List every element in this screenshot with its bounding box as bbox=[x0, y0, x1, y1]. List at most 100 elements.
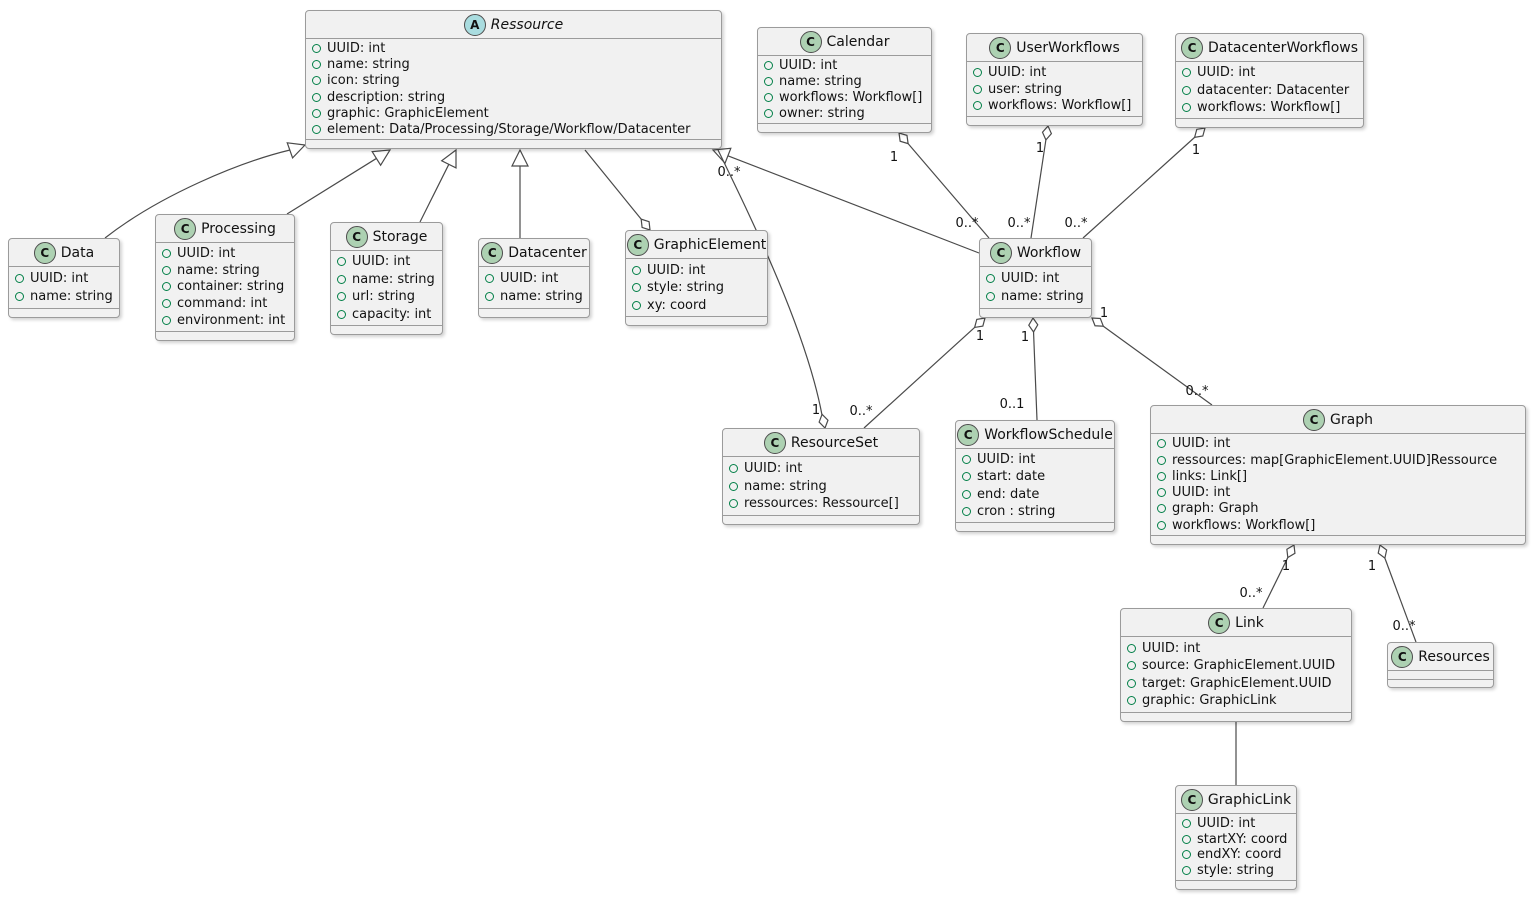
aggregation-diamond-icon bbox=[1377, 543, 1388, 560]
attribute-text: startXY: coord bbox=[1197, 831, 1288, 847]
field-visibility-icon bbox=[162, 316, 171, 326]
empty-methods-compartment bbox=[331, 326, 442, 334]
field-visibility-icon bbox=[485, 274, 494, 283]
multiplicity-label: 1 bbox=[1036, 141, 1044, 156]
multiplicity-label: 0..1 bbox=[1000, 397, 1025, 412]
empty-methods-compartment bbox=[1176, 881, 1296, 889]
relationship-graph-resources: 10..* bbox=[1368, 543, 1417, 643]
field-visibility-icon bbox=[162, 248, 171, 258]
attribute-text: UUID: int bbox=[1197, 65, 1256, 81]
relationship-line bbox=[1032, 331, 1038, 421]
inheritance-arrow-icon bbox=[371, 149, 392, 167]
inheritance-arrow-icon bbox=[440, 148, 457, 169]
multiplicity-label: 0..* bbox=[1392, 619, 1416, 634]
relationship-line bbox=[1030, 139, 1047, 239]
empty-methods-compartment bbox=[980, 309, 1091, 317]
attribute-text: name: string bbox=[352, 271, 435, 287]
attribute-text: description: string bbox=[327, 89, 446, 105]
class-attribute: style: string bbox=[632, 280, 761, 295]
multiplicity-label: 1 bbox=[890, 150, 898, 165]
attribute-text: source: GraphicElement.UUID bbox=[1142, 658, 1336, 674]
class-attribute: name: string bbox=[337, 272, 436, 287]
class-attribute: UUID: int bbox=[1127, 641, 1345, 656]
field-visibility-icon bbox=[632, 300, 641, 310]
field-visibility-icon bbox=[1127, 696, 1136, 706]
class-attribute: name: string bbox=[15, 289, 113, 304]
relationship-line bbox=[1082, 136, 1196, 239]
multiplicity-label: 0..* bbox=[955, 216, 979, 231]
attribute-text: UUID: int bbox=[647, 262, 706, 278]
attribute-text: UUID: int bbox=[352, 254, 411, 270]
empty-attributes-compartment bbox=[1388, 671, 1493, 680]
relationship-data-ressource bbox=[104, 142, 307, 239]
multiplicity-label: 1 bbox=[976, 329, 984, 344]
empty-methods-compartment bbox=[1388, 680, 1493, 688]
field-visibility-icon bbox=[312, 60, 321, 70]
attribute-text: graphic: GraphicElement bbox=[327, 105, 489, 121]
field-visibility-icon bbox=[1182, 866, 1191, 876]
class-attributes: UUID: int ressources: map[GraphicElement.… bbox=[1151, 434, 1525, 536]
attribute-text: links: Link[] bbox=[1172, 468, 1248, 484]
class-attribute: UUID: int bbox=[485, 271, 583, 286]
field-visibility-icon bbox=[962, 506, 971, 516]
field-visibility-icon bbox=[973, 101, 982, 111]
class-name: ResourceSet bbox=[790, 434, 879, 451]
multiplicity-label: 1 bbox=[1021, 330, 1029, 345]
class-attribute: owner: string bbox=[764, 106, 925, 121]
class-attribute: name: string bbox=[485, 289, 583, 304]
field-visibility-icon bbox=[1182, 850, 1191, 860]
class-attribute: UUID: int bbox=[729, 461, 913, 476]
attribute-text: capacity: int bbox=[352, 306, 432, 322]
relationship-processing-ressource bbox=[286, 149, 392, 215]
multiplicity-label: 0..* bbox=[849, 404, 873, 419]
attribute-text: UUID: int bbox=[977, 452, 1036, 468]
field-visibility-icon bbox=[764, 109, 773, 118]
class-icon: C bbox=[174, 217, 197, 240]
attribute-text: ressources: map[GraphicElement.UUID]Ress… bbox=[1172, 452, 1498, 468]
attribute-text: user: string bbox=[988, 81, 1062, 97]
class-attribute: element: Data/Processing/Storage/Workflo… bbox=[312, 122, 715, 137]
class-attribute: UUID: int bbox=[1157, 485, 1519, 500]
class-name: Ressource bbox=[490, 16, 564, 33]
class-attribute: command: int bbox=[162, 296, 288, 311]
class-name: Storage bbox=[372, 228, 428, 245]
class-attribute: name: string bbox=[312, 57, 715, 72]
class-name: Graph bbox=[1330, 411, 1373, 428]
class-attribute: capacity: int bbox=[337, 307, 436, 322]
attribute-text: container: string bbox=[177, 279, 285, 295]
attribute-text: environment: int bbox=[177, 313, 286, 329]
class-attribute: links: Link[] bbox=[1157, 469, 1519, 484]
relationship-ressource-graphicelement bbox=[584, 149, 651, 231]
attribute-text: style: string bbox=[647, 280, 725, 295]
relationship-line bbox=[104, 149, 291, 239]
relationship-line bbox=[286, 157, 377, 215]
class-name: UserWorkflows bbox=[1016, 39, 1120, 56]
attribute-text: graph: Graph bbox=[1172, 501, 1259, 517]
empty-methods-compartment bbox=[1176, 119, 1363, 127]
attribute-text: UUID: int bbox=[327, 41, 386, 57]
field-visibility-icon bbox=[1127, 678, 1136, 688]
attribute-text: workflows: Workflow[] bbox=[779, 90, 923, 105]
field-visibility-icon bbox=[986, 292, 995, 301]
class-attribute: name: string bbox=[764, 74, 925, 89]
class-name: Workflow bbox=[1016, 244, 1082, 261]
